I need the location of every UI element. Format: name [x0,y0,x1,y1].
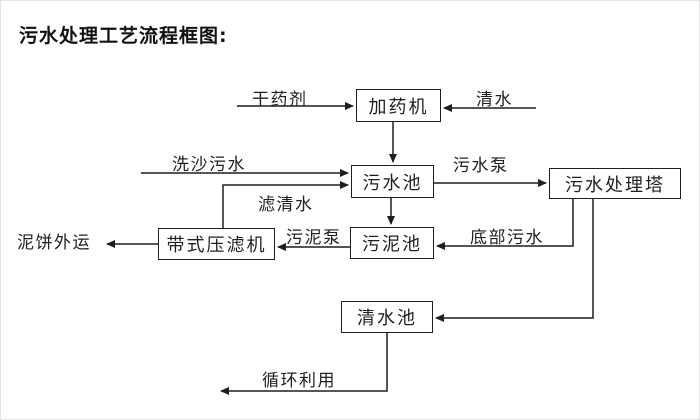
flow-label-sludge-pump: 污泥泵 [286,228,342,248]
flow-label-sand-washing-sewage: 洗沙污水 [172,155,246,175]
arrow-recycling-out [220,333,388,395]
arrow-bottom-sewage-tower-to-sludge-pool [436,199,574,250]
box-sludge-pool: 污泥池 [350,227,434,259]
box-dosing-machine: 加药机 [356,89,441,122]
flow-label-sewage-pump: 污水泵 [453,156,509,176]
flow-label-recycling: 循环利用 [262,371,336,391]
box-clean-water-pool: 清水池 [341,301,433,333]
flow-label-bottom-sewage: 底部污水 [470,228,544,248]
flow-label-filtered-water: 滤清水 [258,195,314,215]
diagram-title: 污水处理工艺流程框图: [19,25,228,47]
box-sewage-pool: 污水池 [351,165,434,198]
box-belt-filter-press: 带式压滤机 [158,228,275,260]
flow-label-dry-chemical: 干药剂 [252,90,308,110]
flow-label-mud-cake-outbound: 泥饼外运 [17,233,91,253]
box-sewage-treatment-tower: 污水处理塔 [549,168,681,199]
flow-label-clean-water: 清水 [476,90,513,110]
arrow-filtered-water-press-to-sewage-pool [222,181,349,228]
arrow-tower-to-clean-water-pool [435,199,594,322]
